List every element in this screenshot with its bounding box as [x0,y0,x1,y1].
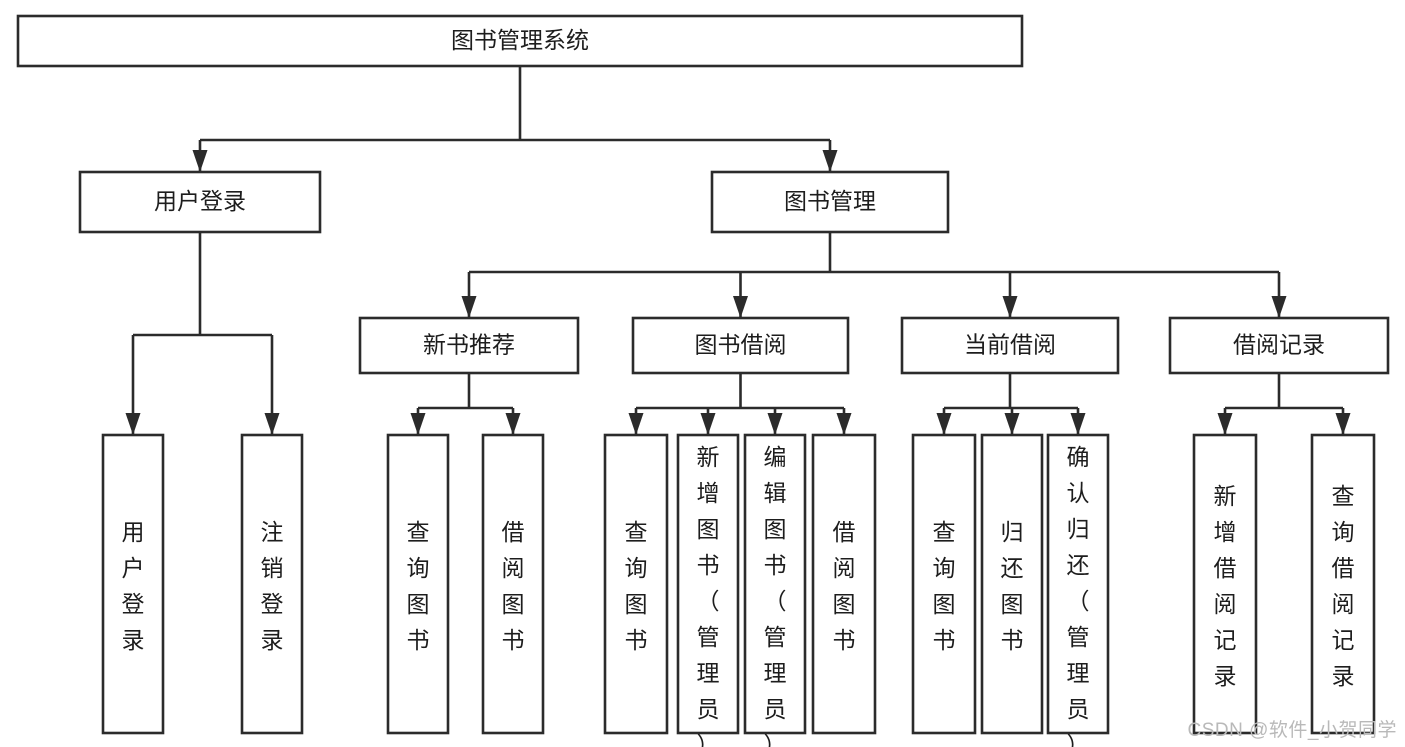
arrow-head-icon [628,413,644,435]
root-node-图书管理系统[interactable]: 图书管理系统 [16,14,1024,68]
level2-node-用户登录[interactable]: 用户登录 [78,170,322,234]
level3-node-当前借阅[interactable]: 当前借阅 [900,316,1120,375]
node-box[interactable] [1168,316,1390,375]
node-label: 新增借阅记录 [1214,483,1237,689]
leaf-node-查询图书[interactable]: 查询图书 [911,433,977,735]
arrow-head-icon [1217,413,1233,435]
arrow-head-icon [700,413,716,435]
node-box[interactable] [900,316,1120,375]
leaf-node-查询图书[interactable]: 查询图书 [386,433,450,735]
node-label: 新书推荐 [423,332,515,358]
node-label: 用户登录 [122,519,145,653]
leaf-node-注销登录[interactable]: 注销登录 [240,433,304,735]
arrow-head-icon [767,413,783,435]
node-label: 图书管理 [784,188,876,214]
leaf-node-查询借阅记录[interactable]: 查询借阅记录 [1310,433,1376,735]
node-label: 借阅图书 [502,519,525,653]
level3-node-图书借阅[interactable]: 图书借阅 [631,316,850,375]
node-box[interactable] [631,316,850,375]
arrow-head-icon [936,413,952,435]
node-box[interactable] [78,170,322,234]
node-label: 查询图书 [933,519,956,653]
node-box[interactable] [358,316,580,375]
node-box[interactable] [811,433,877,735]
leaf-node-借阅图书[interactable]: 借阅图书 [481,433,545,735]
arrow-head-icon [505,413,521,435]
arrow-head-icon [125,413,141,435]
node-box[interactable] [743,433,807,735]
node-label: 图书管理系统 [451,27,589,53]
arrow-head-icon [264,413,280,435]
node-box[interactable] [240,433,304,735]
node-boxes-layer: 图书管理系统用户登录图书管理新书推荐图书借阅当前借阅借阅记录用户登录注销登录查询… [16,14,1390,747]
arrow-head-icon [461,296,477,318]
leaf-node-用户登录[interactable]: 用户登录 [101,433,165,735]
node-box[interactable] [603,433,669,735]
node-box[interactable] [481,433,545,735]
arrow-head-icon [410,413,426,435]
node-box[interactable] [1310,433,1376,735]
node-label: 图书借阅 [695,332,787,358]
node-box[interactable] [386,433,450,735]
node-box[interactable] [16,14,1024,68]
node-label: 新增图书（管理员） [697,444,720,747]
arrow-head-icon [1004,413,1020,435]
arrow-head-icon [822,150,838,172]
arrow-head-icon [1335,413,1351,435]
leaf-node-编辑图书（管理员）[interactable]: 编辑图书（管理员） [743,433,807,747]
leaf-node-借阅图书[interactable]: 借阅图书 [811,433,877,735]
node-box[interactable] [710,170,950,234]
node-box[interactable] [676,433,740,735]
node-label: 确认归还（管理员） [1067,444,1090,747]
node-label: 当前借阅 [964,332,1056,358]
leaf-node-确认归还（管理员）[interactable]: 确认归还（管理员） [1046,433,1110,747]
arrow-head-icon [1002,296,1018,318]
node-box[interactable] [1046,433,1110,735]
node-label: 编辑图书（管理员） [764,444,787,747]
level3-node-新书推荐[interactable]: 新书推荐 [358,316,580,375]
arrow-head-icon [836,413,852,435]
node-label: 注销登录 [261,519,284,653]
node-box[interactable] [101,433,165,735]
node-box[interactable] [980,433,1044,735]
node-label: 用户登录 [154,188,246,214]
node-label: 查询图书 [625,519,648,653]
connector-lines-layer [125,66,1351,435]
leaf-node-新增借阅记录[interactable]: 新增借阅记录 [1192,433,1258,735]
leaf-node-查询图书[interactable]: 查询图书 [603,433,669,735]
level3-node-借阅记录[interactable]: 借阅记录 [1168,316,1390,375]
arrow-head-icon [1271,296,1287,318]
node-box[interactable] [1192,433,1258,735]
leaf-node-归还图书[interactable]: 归还图书 [980,433,1044,735]
arrow-head-icon [192,150,208,172]
node-label: 查询图书 [407,519,430,653]
arrow-head-icon [1070,413,1086,435]
leaf-node-新增图书（管理员）[interactable]: 新增图书（管理员） [676,433,740,747]
node-label: 借阅图书 [833,519,856,653]
arrow-head-icon [733,296,748,318]
node-box[interactable] [911,433,977,735]
node-label: 查询借阅记录 [1332,483,1355,689]
node-label: 借阅记录 [1233,332,1325,358]
node-label: 归还图书 [1001,519,1024,653]
level2-node-图书管理[interactable]: 图书管理 [710,170,950,234]
